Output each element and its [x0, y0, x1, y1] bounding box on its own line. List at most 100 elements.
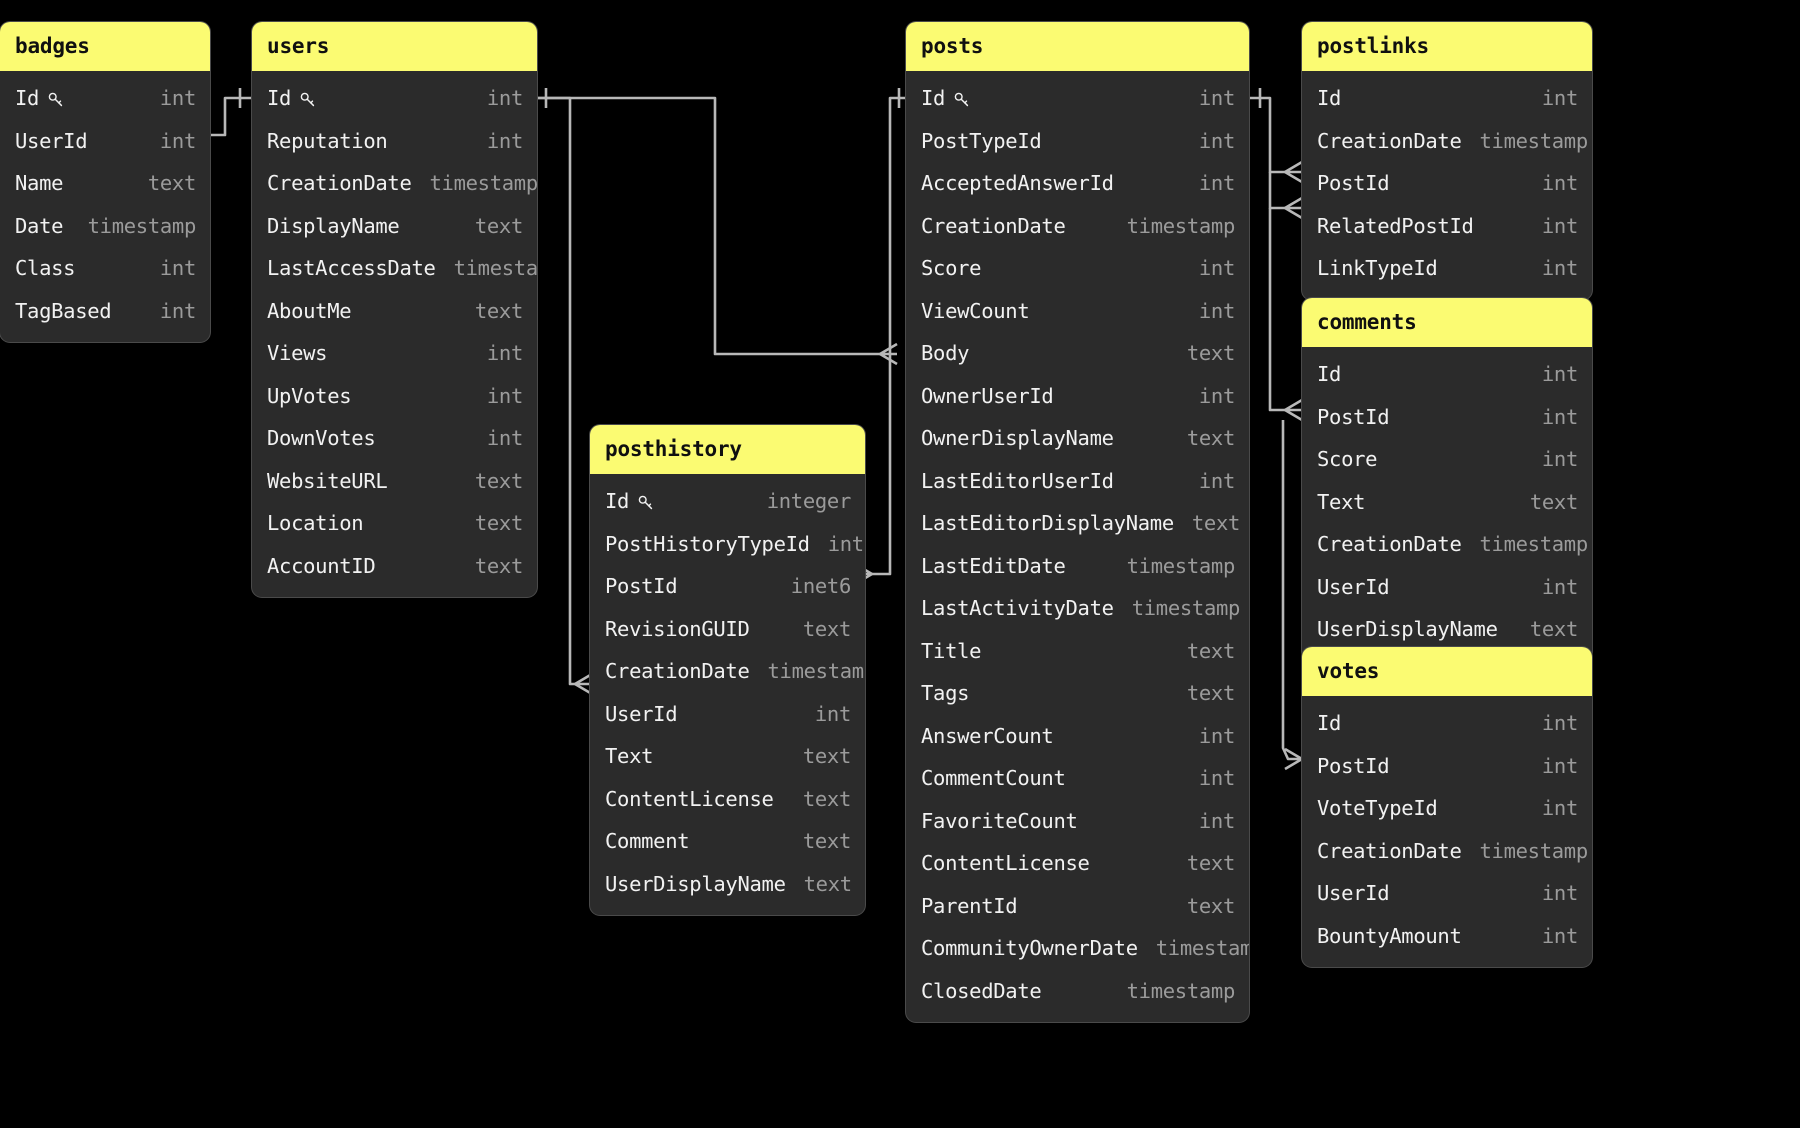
column-type: int [1541, 256, 1578, 281]
column-name-label: ContentLicense [921, 851, 1090, 876]
column-name-label: UserId [605, 701, 678, 726]
column-name: Score [1317, 447, 1378, 471]
column-type: int [1198, 766, 1235, 791]
column-name: ParentId [921, 894, 1018, 918]
column-name-label: WebsiteURL [267, 468, 388, 493]
column-name-label: Id [921, 86, 946, 111]
column-name: PostHistoryTypeId [605, 532, 810, 556]
column-name-label: Location [267, 511, 364, 536]
column-type: int [1541, 881, 1578, 906]
column-type: int [1541, 574, 1578, 599]
column-type: text [802, 786, 851, 811]
column-name: BountyAmount [1317, 924, 1462, 948]
column-name: ViewCount [921, 299, 1030, 323]
column-name: Id [921, 86, 971, 110]
column-type: int [1198, 468, 1235, 493]
column-row[interactable]: LastAccessDatetimestamp [252, 247, 537, 290]
wire-posts-id-to-postlinks [1249, 88, 1303, 220]
column-row[interactable]: CommentCount int [906, 757, 1249, 800]
column-name: VoteTypeId [1317, 796, 1438, 820]
column-row[interactable]: CommunityOwnerDatetimestamp [906, 927, 1249, 970]
column-name: CommentCount [921, 766, 1066, 790]
column-name: CreationDate [1317, 532, 1462, 556]
column-name-label: Id [15, 86, 40, 111]
column-name: Location [267, 511, 364, 536]
column-type: timestamp [767, 659, 865, 684]
column-name-label: RelatedPostId [1317, 213, 1474, 238]
